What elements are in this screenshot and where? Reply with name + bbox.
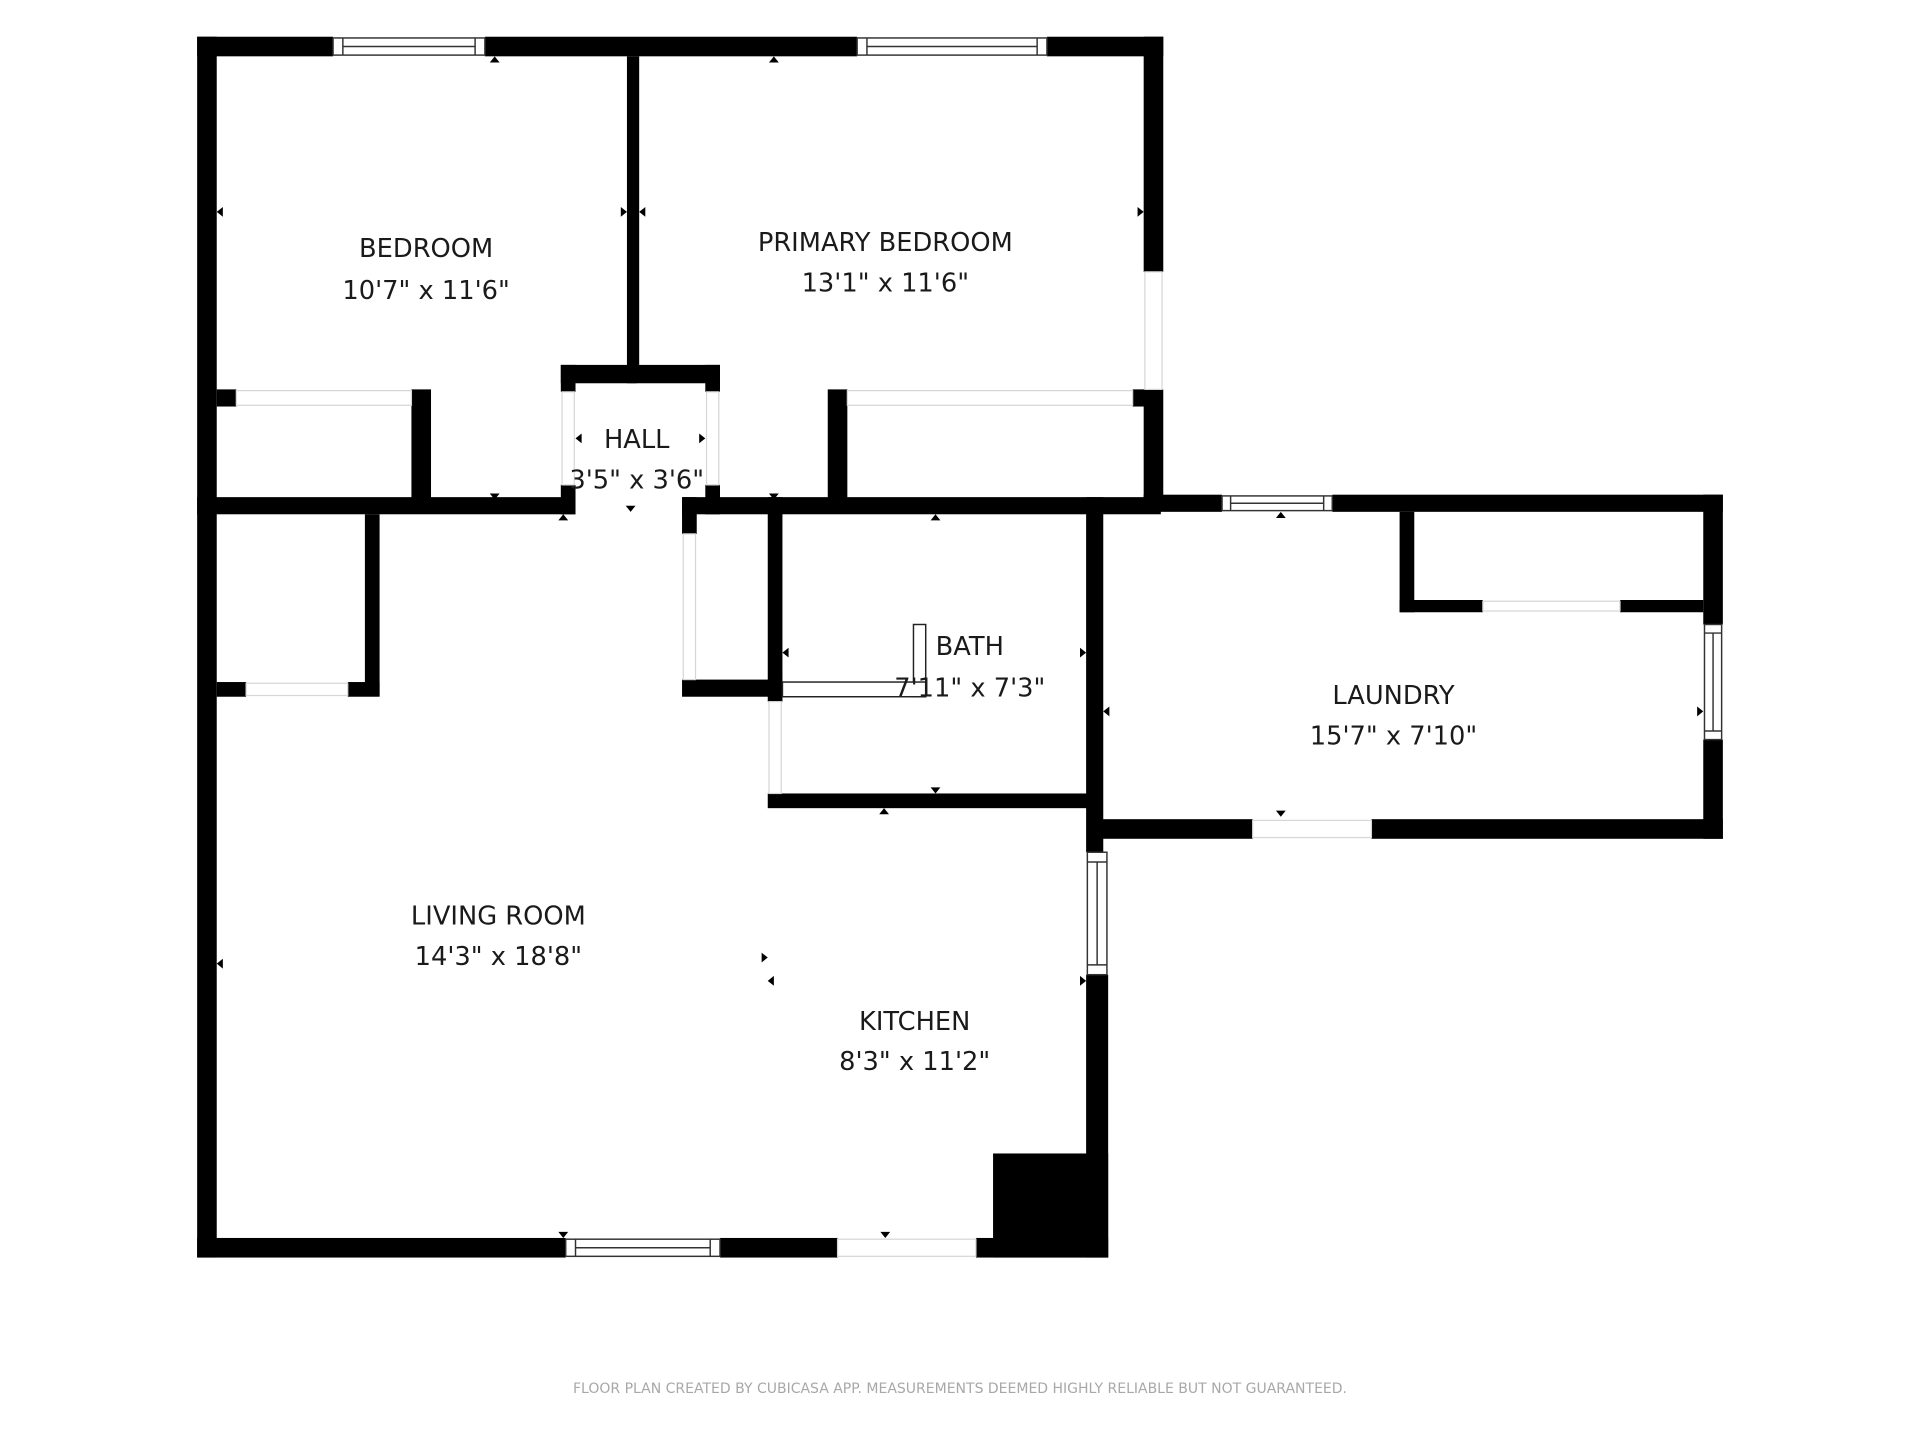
room-label-kitchen: KITCHEN 8'3" x 11'2" [839, 1007, 990, 1077]
openings [235, 271, 1621, 1257]
room-dimensions: 14'3" x 18'8" [415, 942, 582, 972]
room-label-hall: HALL 3'5" x 3'6" [569, 425, 704, 495]
dimension-markers [216, 56, 1704, 1238]
room-label-laundry: LAUNDRY 15'7" x 7'10" [1310, 681, 1477, 751]
bathtub-fixture [781, 623, 927, 698]
room-name: HALL [604, 425, 670, 455]
room-label-bath: BATH 7'11" x 7'3" [894, 632, 1045, 704]
windows [332, 37, 1723, 1258]
disclaimer-footer: FLOOR PLAN CREATED BY CUBICASA APP. MEAS… [573, 1381, 1347, 1397]
window-laundry-top [1221, 495, 1333, 512]
window-kitchen-right [1086, 851, 1108, 976]
room-dimensions: 8'3" x 11'2" [839, 1047, 990, 1077]
window-laundry-right [1703, 623, 1723, 741]
room-dimensions: 13'1" x 11'6" [802, 268, 969, 298]
room-name: BEDROOM [359, 234, 493, 264]
window-bedroom-top [332, 37, 486, 56]
room-label-primary-bedroom: PRIMARY BEDROOM 13'1" x 11'6" [758, 228, 1013, 298]
room-name: BATH [936, 632, 1004, 662]
room-name: KITCHEN [859, 1007, 970, 1037]
room-dimensions: 7'11" x 7'3" [894, 674, 1045, 704]
room-name: PRIMARY BEDROOM [758, 228, 1013, 258]
walls [197, 36, 1723, 1258]
room-label-bedroom: BEDROOM 10'7" x 11'6" [342, 234, 509, 306]
window-living-bottom [564, 1238, 721, 1258]
room-name: LAUNDRY [1332, 681, 1455, 711]
room-name: LIVING ROOM [411, 901, 586, 931]
room-dimensions: 10'7" x 11'6" [342, 276, 509, 306]
window-primary-top [856, 37, 1048, 56]
room-dimensions: 15'7" x 7'10" [1310, 721, 1477, 751]
room-dimensions: 3'5" x 3'6" [569, 466, 704, 496]
room-label-living-room: LIVING ROOM 14'3" x 18'8" [411, 901, 586, 971]
